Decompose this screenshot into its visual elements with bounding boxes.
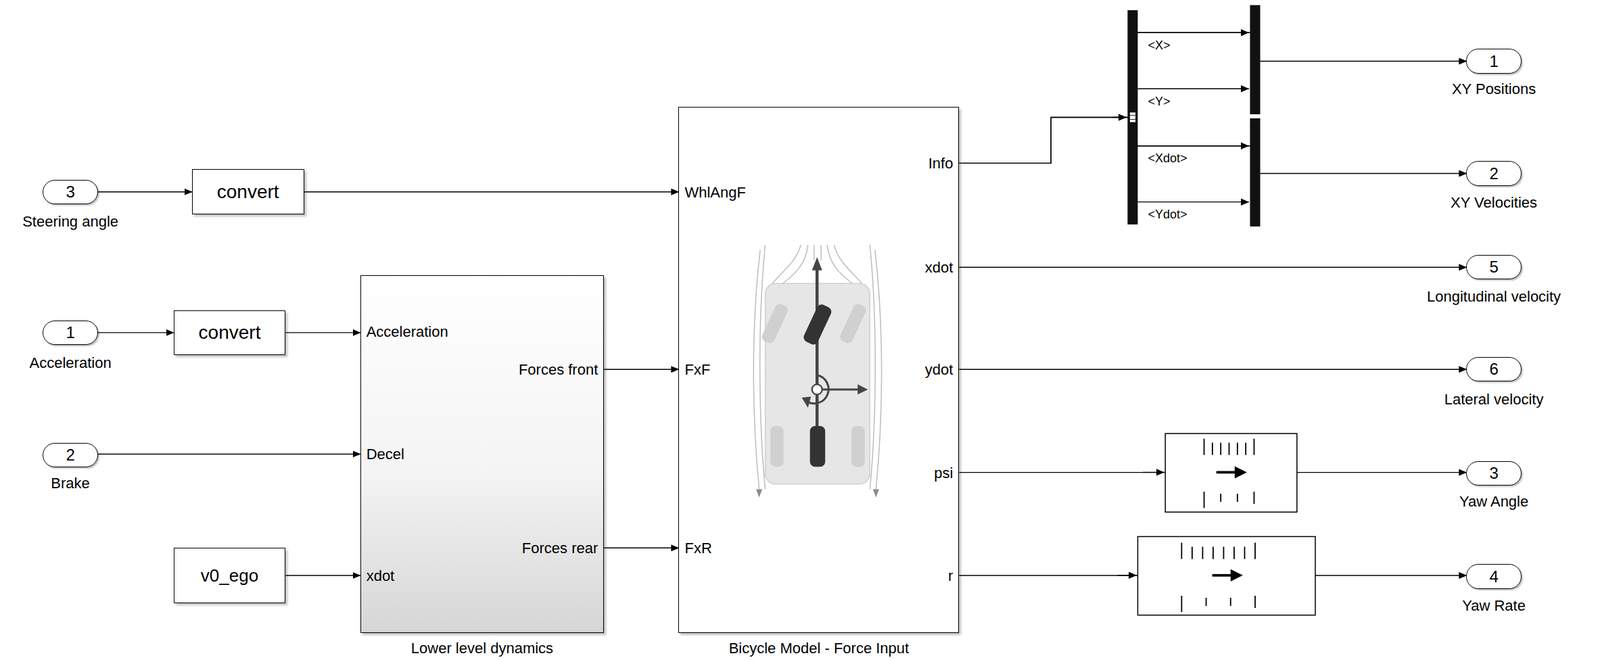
function-block: convert — [192, 169, 305, 214]
subsystem-block: AccelerationDecel xdot Forces frontForces … — [360, 275, 605, 633]
port-oval: 4Yaw Rate — [1466, 563, 1521, 589]
port-label: psi — [933, 465, 953, 482]
bus-element-label: <X> — [1148, 39, 1171, 53]
signal-line — [98, 332, 174, 333]
port-label: xdot — [366, 568, 395, 585]
block-text: convert — [217, 181, 280, 203]
port-label: FxR — [684, 540, 712, 557]
port-label: FxF — [684, 361, 711, 379]
port-number: 3 — [1489, 464, 1498, 483]
function-block: convert — [173, 310, 287, 356]
signal-line — [98, 191, 193, 193]
port-label: xdot — [925, 259, 954, 276]
port-label: Forces rear — [522, 540, 598, 557]
port-number: 2 — [65, 446, 75, 464]
port-oval: 6Lateral velocity — [1466, 357, 1521, 382]
port-number: 1 — [1489, 52, 1498, 70]
block-name: Lower level dynamics — [411, 640, 554, 657]
port-number: 1 — [65, 323, 75, 342]
block-text: convert — [198, 321, 262, 343]
port-oval: 1Acceleration — [42, 320, 98, 345]
port-oval: 5Longitudinal velocity — [1466, 254, 1521, 280]
port-label: Info — [928, 155, 954, 172]
port-name: Brake — [50, 475, 90, 492]
port-label: Forces front — [518, 361, 598, 379]
bus-element-label: <Ydot> — [1148, 208, 1188, 222]
port-name: Acceleration — [29, 355, 112, 372]
port-name: Steering angle — [22, 213, 119, 230]
port-oval: 3Steering angle — [42, 179, 98, 205]
port-label: ydot — [925, 361, 954, 379]
bus-element-label: <Y> — [1148, 95, 1171, 109]
signal-line — [958, 369, 1467, 370]
block-name: Bicycle Model - Force Input — [728, 640, 910, 657]
signal-line — [603, 369, 679, 370]
port-name: XY Positions — [1451, 81, 1536, 98]
port-oval: 2Brake — [42, 442, 98, 468]
signal-line — [958, 574, 1467, 576]
signal-line — [304, 191, 679, 193]
port-number: 4 — [1489, 567, 1498, 585]
port-oval: 1XY Positions — [1466, 48, 1521, 74]
signal-line — [286, 332, 361, 333]
signal-line — [603, 547, 679, 549]
port-name: Yaw Rate — [1462, 597, 1526, 615]
port-oval: 2XY Velocities — [1466, 160, 1521, 186]
function-block: v0_ego — [173, 547, 287, 603]
port-name: Yaw Angle — [1459, 493, 1529, 510]
signal-line — [958, 267, 1467, 268]
port-label: WhlAngF — [684, 184, 746, 201]
port-label: Decel — [366, 446, 405, 463]
block-text: v0_ego — [200, 566, 259, 586]
signal-line — [958, 117, 1467, 174]
vehicle-model-block: WhlAngFFxFFxRInfoxdotydotpsirBicycle Mod… — [678, 106, 959, 633]
port-name: Longitudinal velocity — [1426, 288, 1561, 305]
port-label: Acceleration — [366, 323, 449, 341]
port-label: r — [948, 568, 953, 585]
port-name: Lateral velocity — [1444, 391, 1544, 408]
port-number: 6 — [1489, 360, 1498, 379]
signal-line — [958, 32, 1467, 163]
port-number: 5 — [1489, 258, 1498, 276]
signal-line — [286, 574, 361, 576]
port-oval: 3Yaw Angle — [1466, 461, 1521, 486]
signal-line — [98, 453, 361, 455]
port-name: XY Velocities — [1450, 194, 1538, 211]
port-number: 2 — [1489, 164, 1498, 182]
bus-element-label: <Xdot> — [1148, 152, 1188, 166]
port-number: 3 — [65, 182, 75, 201]
